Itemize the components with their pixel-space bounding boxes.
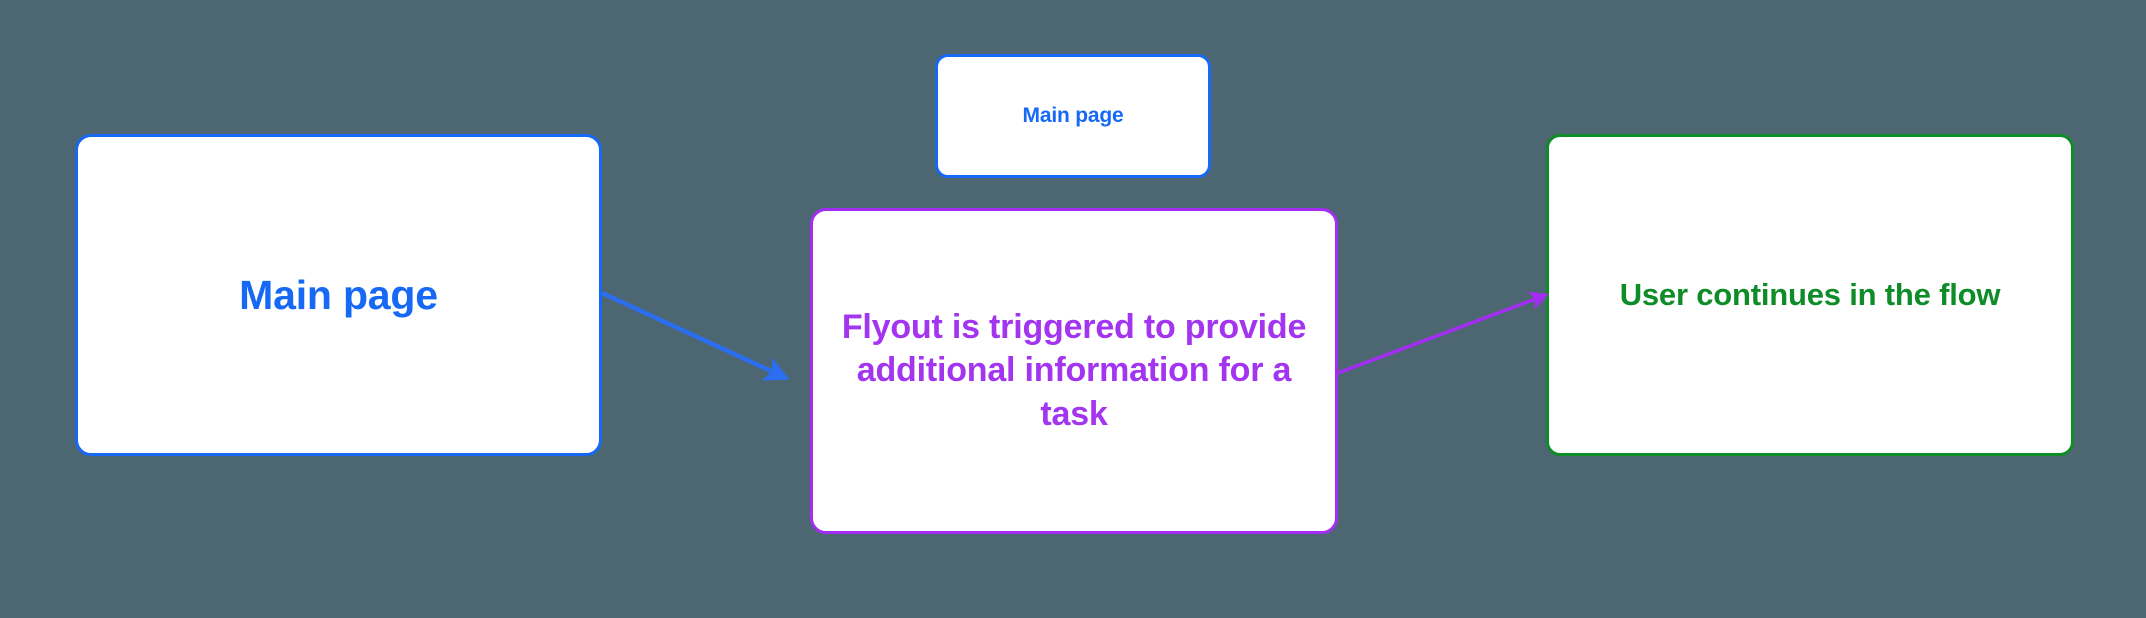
node-main-page-top[interactable]: Main page — [935, 54, 1211, 178]
connector-flyout-to-user-continues — [1337, 291, 1549, 375]
node-user-continues[interactable]: User continues in the flow — [1546, 134, 2074, 456]
node-flyout[interactable]: Flyout is triggered to provide additiona… — [810, 208, 1338, 534]
node-user-continues-label: User continues in the flow — [1619, 277, 2001, 313]
node-main-page-left[interactable]: Main page — [75, 134, 602, 456]
node-flyout-label: Flyout is triggered to provide additiona… — [841, 307, 1307, 433]
node-main-page-left-label: Main page — [239, 271, 438, 318]
connector-main-page-to-flyout — [601, 290, 790, 381]
node-main-page-top-label: Main page — [1022, 104, 1124, 128]
